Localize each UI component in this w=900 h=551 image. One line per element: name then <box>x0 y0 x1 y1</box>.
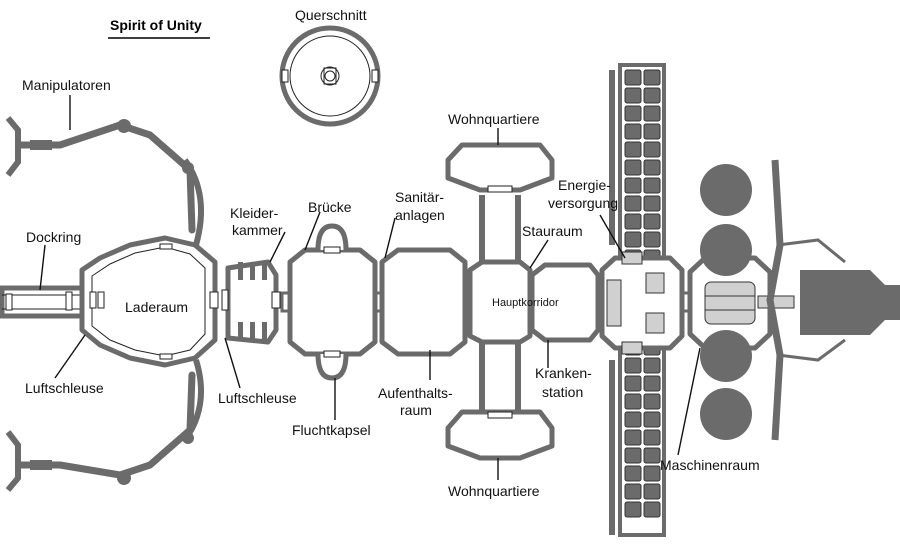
label-bruecke: Brücke <box>308 199 352 215</box>
label-aufenthalts-1: Aufenthalts- <box>378 385 453 401</box>
label-aufenthalts-2: raum <box>400 402 432 418</box>
label-hauptkorridor: Hauptkorridor <box>492 297 559 309</box>
solar-cell <box>643 231 661 248</box>
label-kranken-2: station <box>542 384 583 400</box>
manipulator-arms <box>5 116 204 492</box>
solar-cell <box>643 375 661 392</box>
solar-cell <box>624 213 642 230</box>
solar-cell <box>624 69 642 86</box>
label-kranken-1: Kranken- <box>535 365 592 381</box>
solar-cell <box>643 501 661 518</box>
kleiderkammer-module <box>221 259 281 345</box>
solar-cell <box>624 159 642 176</box>
label-wohnquartiere-bottom: Wohnquartiere <box>448 483 540 499</box>
leader-lines <box>39 95 701 480</box>
solar-cell <box>624 357 642 374</box>
solar-cell <box>624 87 642 104</box>
label-luftschleuse-left: Luftschleuse <box>25 380 104 396</box>
solar-cell <box>624 465 642 482</box>
solar-cell <box>643 483 661 500</box>
solar-cell <box>643 87 661 104</box>
label-manipulatoren: Manipulatoren <box>22 77 111 93</box>
solar-cell <box>643 213 661 230</box>
label-querschnitt: Querschnitt <box>295 7 367 23</box>
bruecke-module <box>287 223 378 381</box>
aufenthaltsraum-module <box>379 247 468 357</box>
solar-cell <box>624 501 642 518</box>
label-kleiderkammer-1: Kleider- <box>230 205 279 221</box>
stauraum-module <box>529 262 601 343</box>
solar-cell <box>624 123 642 140</box>
solar-cell <box>624 105 642 122</box>
label-energie-2: versorgung <box>548 195 618 211</box>
solar-cell <box>643 447 661 464</box>
solar-cell <box>643 393 661 410</box>
wohnquartiere-module <box>445 142 555 461</box>
label-sanitaer-2: anlagen <box>395 207 445 223</box>
solar-cell <box>643 69 661 86</box>
solar-cell <box>643 177 661 194</box>
label-energie-1: Energie- <box>558 177 611 193</box>
diagram-title: Spirit of Unity <box>110 17 202 33</box>
label-laderaum: Laderaum <box>125 299 188 315</box>
solar-cell <box>624 429 642 446</box>
label-dockring: Dockring <box>26 229 81 245</box>
solar-cell <box>643 195 661 212</box>
label-stauraum: Stauraum <box>522 223 583 239</box>
solar-cell <box>624 231 642 248</box>
solar-cell <box>643 141 661 158</box>
solar-cell <box>643 105 661 122</box>
solar-cell <box>643 429 661 446</box>
solar-cell <box>643 159 661 176</box>
solar-cell <box>643 123 661 140</box>
solar-cell <box>624 447 642 464</box>
solar-cell <box>624 411 642 428</box>
laderaum-module <box>79 235 219 368</box>
label-sanitaer-1: Sanitär- <box>395 189 444 205</box>
solar-cell <box>643 465 661 482</box>
solar-cell <box>624 141 642 158</box>
maschinenraum-module <box>687 159 900 441</box>
solar-cell <box>624 393 642 410</box>
solar-cell <box>624 483 642 500</box>
dockring <box>0 285 85 319</box>
label-fluchtkapsel: Fluchtkapsel <box>292 422 371 438</box>
label-luftschleuse-right: Luftschleuse <box>218 390 297 406</box>
solar-cell <box>624 375 642 392</box>
label-maschinenraum: Maschinenraum <box>660 457 760 473</box>
solar-cell <box>624 195 642 212</box>
label-wohnquartiere-top: Wohnquartiere <box>448 111 540 127</box>
energieversorgung-module <box>599 251 685 355</box>
cross-section <box>279 25 381 127</box>
label-kleiderkammer-2: kammer <box>232 222 283 238</box>
solar-cell <box>624 177 642 194</box>
solar-cell <box>643 411 661 428</box>
solar-cell <box>643 357 661 374</box>
